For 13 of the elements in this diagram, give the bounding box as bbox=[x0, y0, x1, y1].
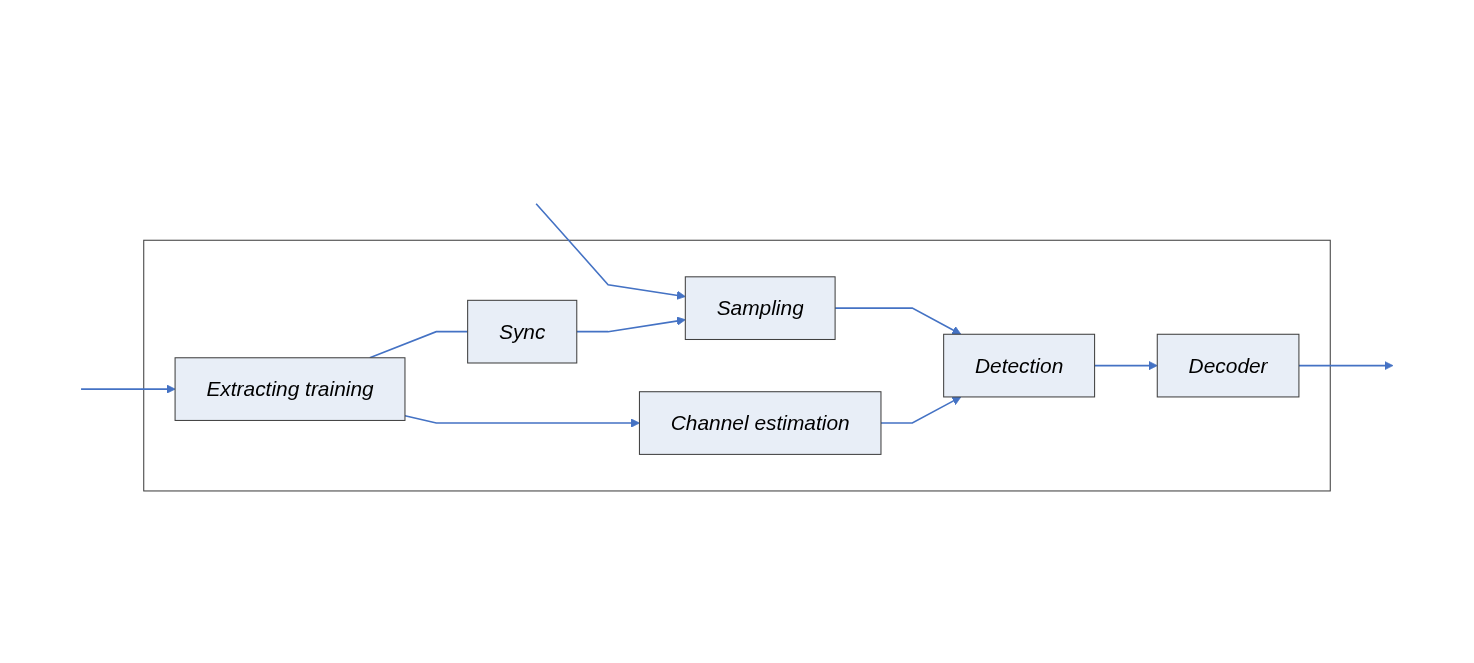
node-box: Sync bbox=[467, 299, 578, 364]
node-box: Sampling bbox=[684, 276, 836, 340]
arrow bbox=[80, 384, 176, 394]
arrow bbox=[535, 202, 686, 300]
node-box: Detection bbox=[943, 333, 1096, 398]
arrow bbox=[880, 396, 962, 424]
arrow bbox=[576, 316, 686, 333]
arrow bbox=[404, 414, 640, 428]
node-box: Extracting training bbox=[174, 357, 406, 421]
node-box: Decoder bbox=[1156, 333, 1300, 398]
node-box: Channel estimation bbox=[638, 391, 882, 455]
cluster bbox=[143, 239, 1331, 492]
arrow bbox=[1298, 360, 1394, 371]
